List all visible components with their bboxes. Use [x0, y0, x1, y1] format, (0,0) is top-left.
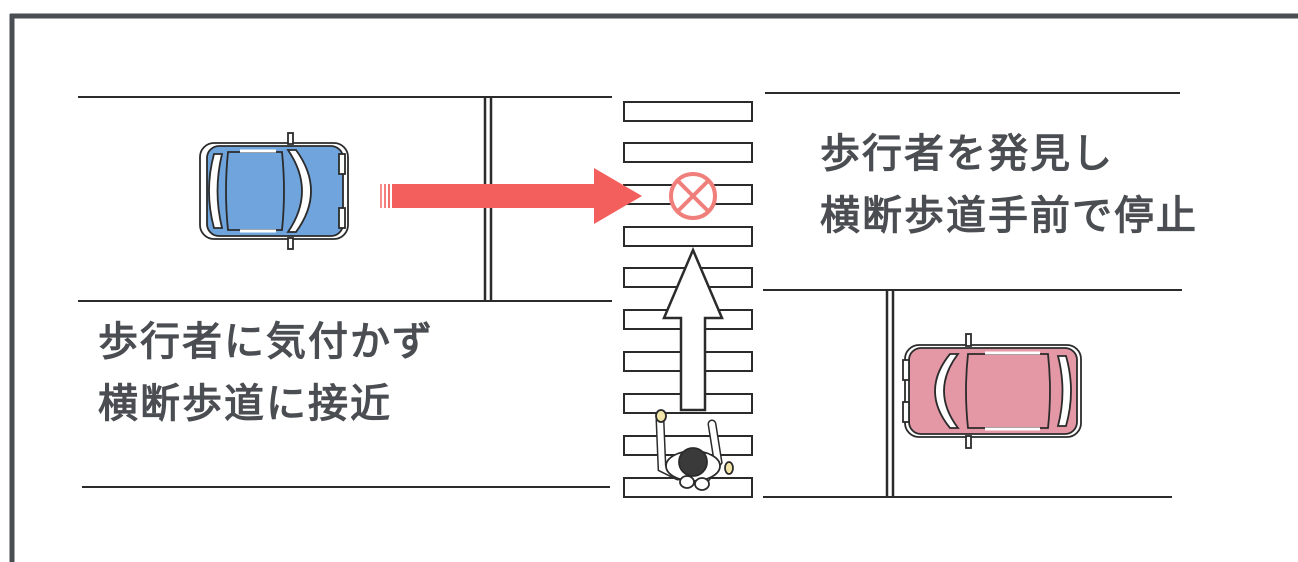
caption-right-line2: 横断歩道手前で停止	[820, 193, 1198, 239]
blue-car-icon	[199, 132, 349, 250]
crosswalk-stripe	[623, 226, 753, 247]
caption-right-line1: 歩行者を発見し	[820, 131, 1114, 177]
crosswalk-stripe	[623, 101, 753, 122]
crosswalk-stripe	[623, 142, 753, 163]
caption-right: 歩行者を発見し 横断歩道手前で停止	[820, 130, 1198, 254]
caption-left: 歩行者に気付かず 横断歩道に接近	[98, 318, 434, 442]
x-circle-icon	[669, 172, 717, 220]
pedestrian-icon	[655, 409, 734, 491]
pink-car-icon	[902, 333, 1082, 449]
caption-left-line1: 歩行者に気付かず	[98, 319, 434, 365]
frame	[9, 13, 1298, 562]
caption-left-line2: 横断歩道に接近	[98, 381, 392, 427]
red-arrow-icon	[380, 168, 642, 224]
road-lines	[78, 92, 1182, 498]
up-arrow-icon	[662, 246, 724, 412]
